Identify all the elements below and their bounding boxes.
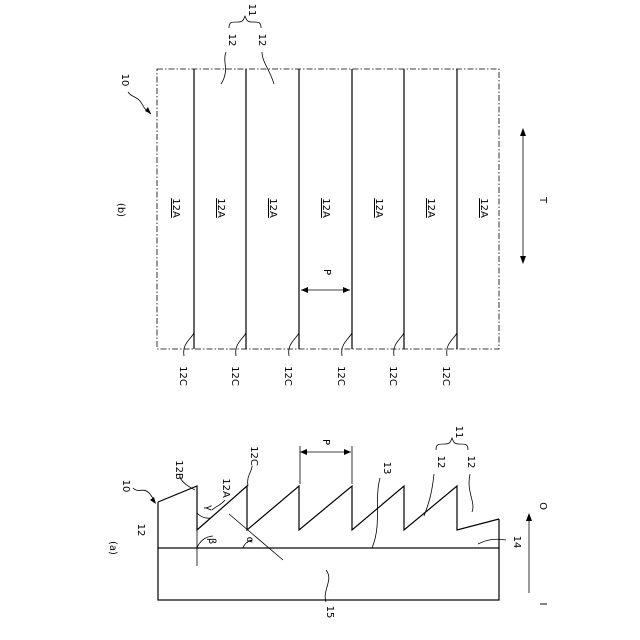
leader-12-left [221, 52, 226, 84]
figure-b-label: (b) [115, 203, 126, 217]
strip-label: 12A [478, 198, 489, 218]
alpha-label: α [244, 537, 255, 544]
figure-a-label: (a) [107, 541, 118, 555]
strip-label: 12A [170, 198, 181, 218]
pitch-label-b: P [321, 269, 332, 275]
label-12c: 12C [248, 446, 259, 466]
pitch-label-a: P [320, 439, 331, 445]
brace-11-a [436, 438, 468, 450]
edge-label: 12C [229, 366, 240, 386]
strip-labels: 12A 12A 12A 12A 12A 12A 12A [170, 198, 489, 218]
extension-line [229, 514, 283, 560]
direction-label-t: T [537, 196, 548, 204]
top-label-12-left: 12 [226, 34, 237, 47]
label-12-left-side: 12 [135, 524, 146, 537]
figure-b: (b) 10 12A 12A 12A 12A 12A 12A 12A [115, 4, 548, 386]
strip-label: 12A [373, 198, 384, 218]
strip-label: 12A [215, 198, 226, 218]
edge-label: 12C [177, 366, 188, 386]
label-12-a-left: 12 [435, 456, 446, 469]
ref-10-arrowhead-b [145, 107, 151, 114]
label-13: 13 [381, 462, 392, 475]
top-label-12-right: 12 [256, 34, 267, 47]
brace-11-b [229, 16, 261, 28]
edge-label: 12C [387, 366, 398, 386]
beta-label: β [206, 538, 217, 544]
figure-a: (a) 10 γ β α 12B 12A 12C 13 P [107, 426, 548, 619]
edge-callouts: 12C 12C 12C 12C 12C 12C [177, 333, 457, 386]
edge-label: 12C [282, 366, 293, 386]
gamma-arc [197, 513, 211, 518]
out-label: O [537, 502, 548, 510]
strip-label: 12A [425, 198, 436, 218]
group-label-11-b: 11 [246, 4, 257, 17]
edge-label: 12C [440, 366, 451, 386]
label-14: 14 [511, 536, 522, 549]
in-label: I [537, 603, 548, 606]
label-12-a-right: 12 [465, 456, 476, 469]
label-12b: 12B [173, 460, 184, 480]
label-11-a: 11 [453, 426, 464, 439]
strip-label: 12A [320, 198, 331, 218]
figure-b-ref-10: 10 [119, 74, 130, 87]
edge-label: 12C [335, 366, 346, 386]
label-12a: 12A [220, 478, 231, 498]
figure-a-ref-10: 10 [120, 480, 131, 493]
label-15: 15 [324, 606, 335, 619]
leader-12-right [262, 52, 274, 84]
strip-label: 12A [267, 198, 278, 218]
